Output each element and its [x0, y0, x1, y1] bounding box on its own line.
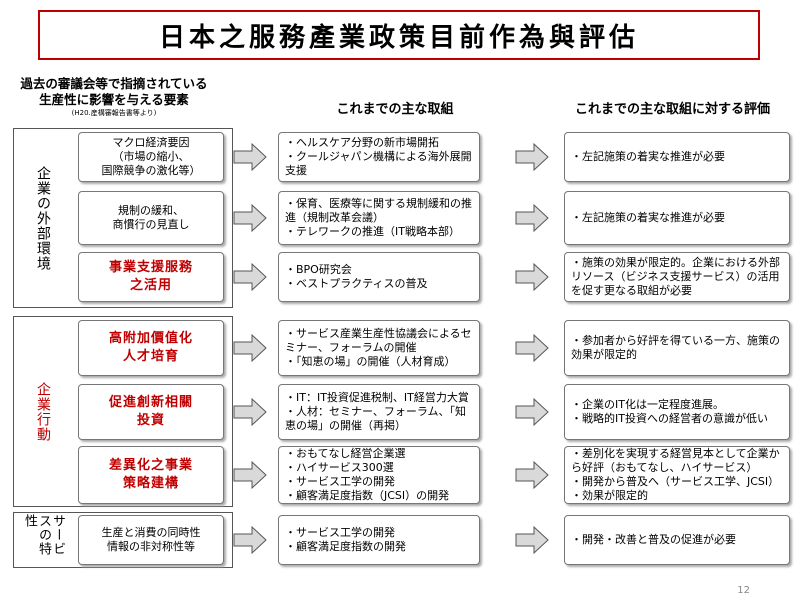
factor-text: 事業支援服務之活用 — [109, 259, 193, 295]
header-factors: 過去の審議会等で指摘されている 生産性に影響を与える要素 (H20.産構審報告書… — [8, 76, 220, 118]
measure-line: ・ハイサービス300選 — [285, 461, 394, 474]
group-label-internal: 企業行動 — [18, 318, 68, 505]
evaluation-line: ・企業のIT化は一定程度進展。 — [571, 398, 724, 411]
measure-line: ・テレワークの推進（IT戦略本部） — [285, 225, 460, 238]
factor-line: 高附加價值化 — [108, 331, 193, 346]
measure-line: ・人材：セミナー、フォーラム、「知恵の場」の開催（再掲） — [285, 405, 467, 432]
header-measures: これまでの主な取組 — [336, 102, 454, 117]
measure-box: ・ヘルスケア分野の新市場開拓・クールジャパン機構による海外展開支援 — [278, 132, 480, 182]
right-arrow-icon — [233, 397, 267, 427]
measure-line: ・BPO研究会 — [285, 263, 352, 276]
evaluation-line: ・効果が限定的 — [571, 489, 648, 502]
factor-text: 規制の緩和、商慣行の見直し — [113, 204, 190, 232]
header-factors-note: (H20.産構審報告書等より) — [71, 109, 157, 117]
right-arrow-icon — [515, 397, 549, 427]
factor-line: 商慣行の見直し — [112, 218, 190, 231]
right-arrow-icon — [515, 460, 549, 490]
evaluation-line: ・差別化を実現する経営見本として企業から好評（おもてなし、ハイサービス） — [571, 447, 780, 474]
factor-box: 規制の緩和、商慣行の見直し — [78, 191, 224, 245]
evaluation-line: ・開発から普及へ（サービス工学、JCSI） — [571, 475, 780, 488]
page-title: 日本之服務產業政策目前作為與評估 — [158, 22, 639, 53]
header-factors-line2: 生産性に影響を与える要素 — [39, 92, 189, 107]
factor-line: 策略建構 — [122, 476, 179, 491]
evaluation-box: ・施策の効果が限定的。企業における外部リソース（ビジネス支援サービス）の活用を促… — [564, 252, 790, 302]
factor-line: （市場の縮小、 — [112, 150, 190, 163]
evaluation-box: ・企業のIT化は一定程度進展。・戦略的IT投資への経営者の意識が低い — [564, 384, 790, 440]
header-factors-line1: 過去の審議会等で指摘されている — [20, 76, 208, 91]
evaluation-box: ・参加者から好評を得ている一方、施策の効果が限定的 — [564, 320, 790, 376]
factor-box: 促進創新相關投資 — [78, 384, 224, 440]
measure-line: ・ヘルスケア分野の新市場開拓 — [285, 136, 439, 149]
measure-line: ・ベストプラクティスの普及 — [285, 277, 428, 290]
factor-text: マクロ経済要因（市場の縮小、国際競争の激化等） — [102, 136, 201, 178]
title-box: 日本之服務產業政策目前作為與評估 — [38, 10, 760, 60]
evaluation-box: ・開発・改善と普及の促進が必要 — [564, 515, 790, 565]
measure-line: ・IT：IT投資促進税制、IT経営力大賞 — [285, 391, 469, 404]
measure-line: ・「知恵の場」の開催（人材育成） — [285, 355, 456, 368]
page-number: 12 — [737, 585, 750, 596]
evaluation-line: ・開発・改善と普及の促進が必要 — [571, 533, 736, 546]
measure-line: ・顧客満足度指数（JCSI）の開発 — [285, 489, 450, 502]
group-external-label: 企業の外部環境 — [35, 165, 51, 271]
factor-line: 事業支援服務 — [108, 260, 193, 275]
right-arrow-icon — [515, 525, 549, 555]
factor-line: 差異化之事業 — [108, 458, 193, 473]
measure-line: ・サービス産業生産性協議会によるセミナー、フォーラムの開催 — [285, 327, 472, 354]
group-internal-label: 企業行動 — [35, 381, 51, 442]
evaluation-box: ・左記施策の着実な推進が必要 — [564, 191, 790, 245]
group-label-external: 企業の外部環境 — [18, 130, 68, 306]
measure-box: ・IT：IT投資促進税制、IT経営力大賞・人材：セミナー、フォーラム、「知恵の場… — [278, 384, 480, 440]
measure-box: ・サービス産業生産性協議会によるセミナー、フォーラムの開催・「知恵の場」の開催（… — [278, 320, 480, 376]
measure-box: ・保育、医療等に関する規制緩和の推進（規制改革会議）・テレワークの推進（IT戦略… — [278, 191, 480, 245]
measure-line: ・サービス工学の開発 — [285, 526, 395, 539]
factor-line: 投資 — [136, 413, 165, 428]
evaluation-line: ・左記施策の着実な推進が必要 — [571, 211, 725, 224]
evaluation-line: ・施策の効果が限定的。企業における外部リソース（ビジネス支援サービス）の活用を促… — [571, 256, 780, 297]
factor-text: 高附加價值化人才培育 — [109, 330, 193, 366]
measure-line: ・顧客満足度指数の開発 — [285, 540, 406, 553]
factor-text: 差異化之事業策略建構 — [109, 457, 193, 493]
measure-box: ・おもてなし経営企業選・ハイサービス300選・サービス工学の開発・顧客満足度指数… — [278, 446, 480, 504]
right-arrow-icon — [233, 142, 267, 172]
measure-line: ・おもてなし経営企業選 — [285, 447, 406, 460]
evaluation-line: ・参加者から好評を得ている一方、施策の効果が限定的 — [571, 334, 780, 361]
factor-line: 国際競争の激化等） — [101, 164, 201, 177]
factor-box: 高附加價值化人才培育 — [78, 320, 224, 376]
measure-line: ・サービス工学の開発 — [285, 475, 395, 488]
right-arrow-icon — [233, 460, 267, 490]
factor-box: 事業支援服務之活用 — [78, 252, 224, 302]
evaluation-box: ・差別化を実現する経営見本として企業から好評（おもてなし、ハイサービス）・開発か… — [564, 446, 790, 504]
evaluation-box: ・左記施策の着実な推進が必要 — [564, 132, 790, 182]
factor-line: 規制の緩和、 — [118, 204, 184, 217]
factor-line: 人才培育 — [122, 349, 179, 364]
factor-line: 生産と消費の同時性 — [101, 526, 201, 539]
measure-line: ・クールジャパン機構による海外展開支援 — [285, 150, 472, 177]
factor-box: 生産と消費の同時性情報の非対称性等 — [78, 515, 224, 565]
measure-box: ・サービス工学の開発・顧客満足度指数の開発 — [278, 515, 480, 565]
factor-line: 促進創新相關 — [108, 395, 193, 410]
factor-box: マクロ経済要因（市場の縮小、国際競争の激化等） — [78, 132, 224, 182]
right-arrow-icon — [233, 333, 267, 363]
group-label-service: サービスの特性 — [18, 514, 68, 566]
factor-text: 促進創新相關投資 — [109, 394, 193, 430]
right-arrow-icon — [515, 142, 549, 172]
factor-line: 之活用 — [129, 278, 172, 293]
right-arrow-icon — [515, 333, 549, 363]
evaluation-line: ・戦略的IT投資への経営者の意識が低い — [571, 412, 768, 425]
evaluation-line: ・左記施策の着実な推進が必要 — [571, 150, 725, 163]
factor-line: 情報の非対称性等 — [107, 540, 195, 553]
factor-text: 生産と消費の同時性情報の非対称性等 — [102, 526, 201, 554]
right-arrow-icon — [515, 203, 549, 233]
right-arrow-icon — [515, 262, 549, 292]
factor-box: 差異化之事業策略建構 — [78, 446, 224, 504]
right-arrow-icon — [233, 525, 267, 555]
measure-line: ・保育、医療等に関する規制緩和の推進（規制改革会議） — [285, 197, 472, 224]
measure-box: ・BPO研究会・ベストプラクティスの普及 — [278, 252, 480, 302]
right-arrow-icon — [233, 203, 267, 233]
factor-line: マクロ経済要因 — [112, 136, 190, 149]
right-arrow-icon — [233, 262, 267, 292]
header-evaluations: これまでの主な取組に対する評価 — [574, 102, 770, 117]
group-service-label: サービスの特性 — [22, 514, 65, 556]
